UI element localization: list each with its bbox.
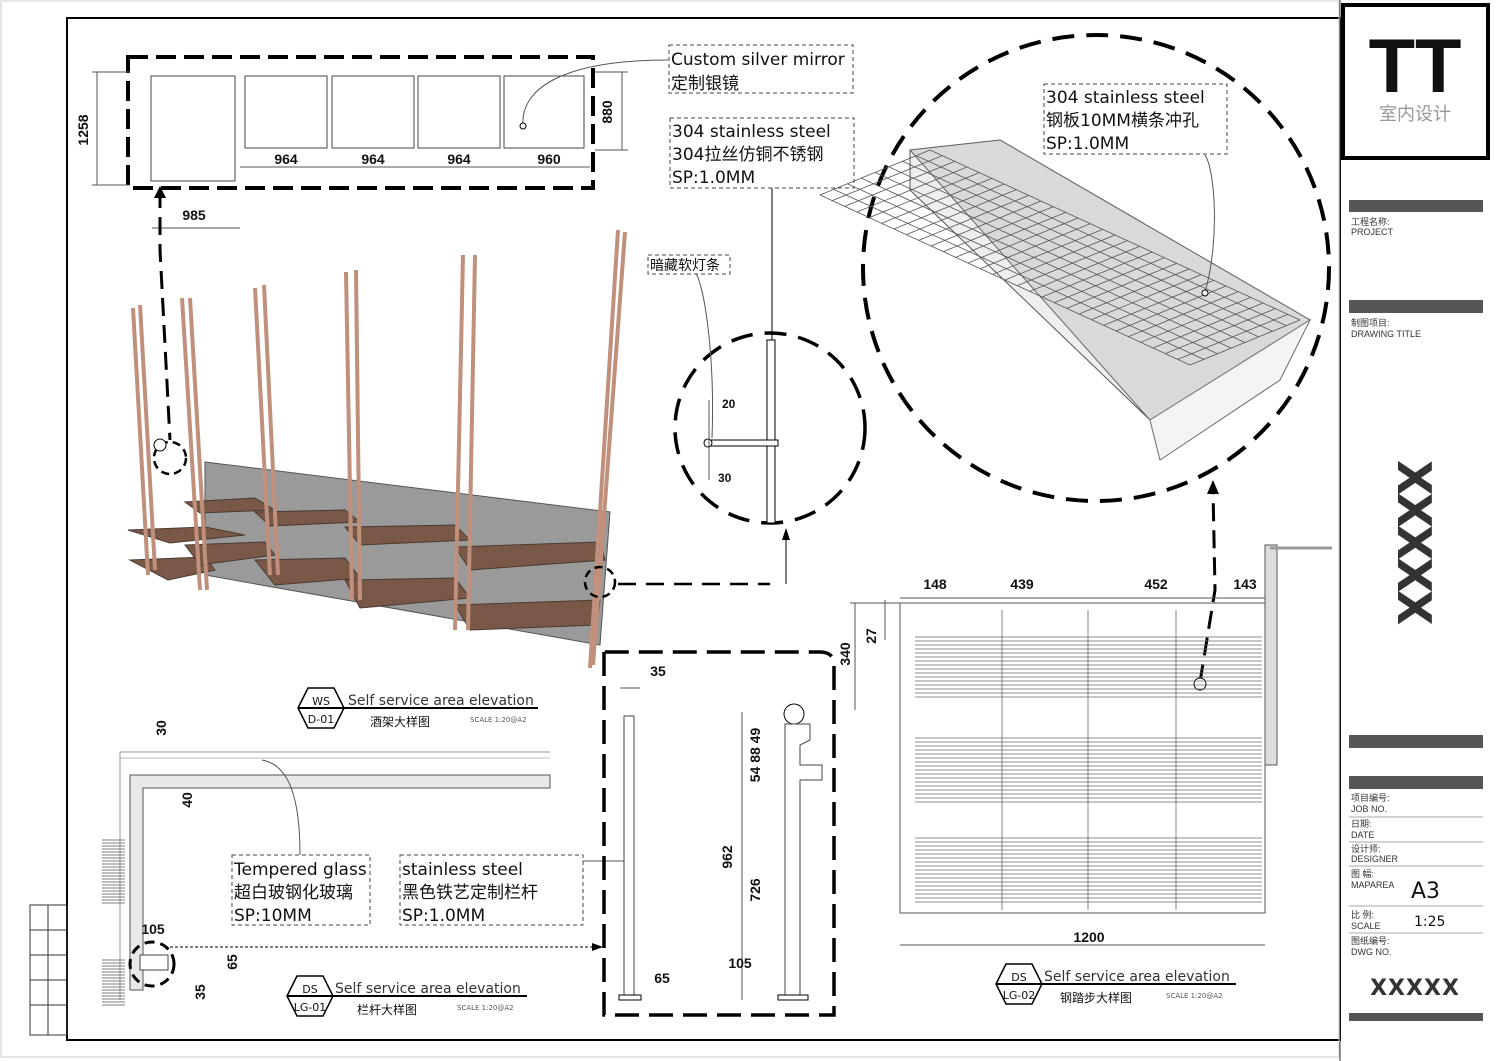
- glass-callout-line2: 超白玻钢化玻璃: [234, 883, 353, 903]
- svg-text:制图项目:: 制图项目:: [1351, 317, 1390, 328]
- post-dim-962: 962: [719, 845, 735, 869]
- mirror-panel-height-dim: 880: [599, 100, 615, 124]
- dwg-no-value: XXXXX: [1370, 976, 1460, 1001]
- railing-section: 35 65 962 54 88 49 726 105: [602, 650, 836, 1017]
- title-ds-lg02: DS LG-02 Self service area elevation 钢踏步…: [995, 963, 1236, 1005]
- section-dim-20: 20: [722, 397, 736, 411]
- plan-side-dim-340: 340: [837, 642, 853, 666]
- grid-callout-line3: SP:1.0MM: [1046, 134, 1129, 154]
- steel-rail-callout-line3: SP:1.0MM: [402, 906, 485, 926]
- drawing-title-label: DRAWING TITLE: [1351, 329, 1421, 339]
- grid-callout-line1: 304 stainless steel: [1046, 88, 1205, 108]
- outer-border: [0, 0, 1340, 1058]
- scale-label: SCALE: [1351, 921, 1381, 931]
- svg-text:设计师:: 设计师:: [1351, 843, 1381, 854]
- glass-callout-line3: SP:10MM: [234, 906, 312, 926]
- railing-plan: 30 40 105 65 35 Tempered glass 超白玻钢化玻璃 S…: [102, 720, 630, 1006]
- post-dim-segments: 54 88 49: [747, 728, 763, 783]
- drawing-title-en: Self service area elevation: [1044, 969, 1230, 985]
- designer-label: DESIGNER: [1351, 854, 1399, 864]
- mirror-first-width-dim: 985: [182, 207, 206, 223]
- plan-top-dim: 439: [1010, 576, 1034, 592]
- svg-text:日期:: 日期:: [1351, 819, 1372, 829]
- plan-top-dim: 148: [923, 576, 947, 592]
- drawing-name-mark: XXXXX: [1387, 460, 1441, 625]
- drawing-scale: SCALE 1:20@A2: [1166, 992, 1223, 1000]
- mirror-callout-cn: 定制银镜: [671, 74, 739, 94]
- steel-rail-callout-line1: stainless steel: [402, 860, 523, 880]
- railing-dim: 40: [179, 792, 195, 808]
- drawing-scale: SCALE 1:20@A2: [457, 1004, 514, 1012]
- plan-side-dim-27: 27: [863, 628, 879, 644]
- grid-step-detail: 304 stainless steel 钢板10MM横条冲孔 SP:1.0MM: [819, 33, 1331, 691]
- logo-box: [1341, 3, 1490, 160]
- svg-text:图 幅:: 图 幅:: [1351, 868, 1374, 879]
- drawing-title-cn: 钢踏步大样图: [1060, 990, 1132, 1005]
- wine-rack-3d: [127, 229, 770, 669]
- title-ws-d01: WS D-01 Self service area elevation 酒架大样…: [297, 687, 538, 729]
- post-dim-105: 105: [728, 955, 752, 971]
- mirror-callout-en: Custom silver mirror: [671, 50, 845, 70]
- railing-dim: 105: [141, 921, 165, 937]
- railing-dim: 30: [153, 720, 169, 736]
- drawing-title-en: Self service area elevation: [348, 693, 534, 709]
- svg-text:WS: WS: [312, 695, 330, 708]
- grid-callout-line2: 钢板10MM横条冲孔: [1046, 111, 1199, 131]
- svg-text:比 例:: 比 例:: [1351, 909, 1374, 920]
- profile-dim-65: 65: [654, 970, 670, 986]
- drawing-title-cn: 栏杆大样图: [357, 1002, 417, 1017]
- svg-text:工程名称:: 工程名称:: [1351, 216, 1390, 227]
- svg-text:DS: DS: [302, 983, 317, 996]
- drawing-title-en: Self service area elevation: [335, 981, 521, 997]
- maparea-label: MAPAREA: [1351, 880, 1394, 890]
- svg-text:LG-01: LG-01: [294, 1001, 327, 1014]
- plan-top-dim: 452: [1144, 576, 1168, 592]
- title-block: TT 室内设计 工程名称: PROJECT 制图项目: DRAWING TITL…: [1339, 0, 1490, 1061]
- title-ds-lg01: DS LG-01 Self service area elevation 栏杆大…: [286, 975, 527, 1017]
- logo: TT: [1369, 24, 1462, 109]
- drawing-scale: SCALE 1:20@A2: [470, 716, 527, 724]
- job-no-label: JOB NO.: [1351, 804, 1387, 814]
- scale-value: 1:25: [1414, 914, 1445, 930]
- steel-callout-line1: 304 stainless steel: [672, 122, 831, 142]
- plan-width-dim: 1200: [1073, 929, 1104, 945]
- logo-subtitle: 室内设计: [1379, 104, 1451, 125]
- svg-text:D-01: D-01: [308, 713, 334, 726]
- section-detail: 20 30 暗藏软灯条 304 stainless steel 304拉丝仿铜不…: [647, 117, 867, 584]
- steel-callout-line2: 304拉丝仿铜不锈钢: [672, 145, 823, 165]
- mirror-width-dim: 960: [537, 151, 561, 167]
- steel-callout-line3: SP:1.0MM: [672, 168, 755, 188]
- mirror-width-dim: 964: [361, 151, 385, 167]
- svg-text:项目编号:: 项目编号:: [1351, 792, 1390, 803]
- project-label: PROJECT: [1351, 227, 1394, 237]
- date-label: DATE: [1351, 830, 1374, 840]
- mirror-height-dim: 1258: [75, 114, 91, 145]
- section-dim-30: 30: [718, 471, 732, 485]
- railing-dim: 35: [192, 984, 208, 1000]
- glass-callout-line1: Tempered glass: [233, 860, 367, 880]
- steel-rail-callout-line2: 黑色铁艺定制栏杆: [402, 883, 538, 903]
- dwg-no-label: DWG NO.: [1351, 947, 1392, 957]
- step-plan: 148 439 452 143 27 340 1200: [837, 544, 1332, 946]
- plan-top-dim: 143: [1233, 576, 1257, 592]
- railing-dim: 65: [224, 954, 240, 970]
- post-dim-726: 726: [747, 878, 763, 902]
- mirror-width-dim: 964: [447, 151, 471, 167]
- drawing-title-cn: 酒架大样图: [370, 714, 430, 729]
- svg-text:图纸编号:: 图纸编号:: [1351, 935, 1390, 946]
- binding-margin-grid: [29, 904, 68, 1036]
- mirror-elevation: 1258 880 964 964 964 960 985 Custom silv…: [75, 44, 854, 441]
- title-block-fields: 项目编号: JOB NO. 日期: DATE 设计师: DESIGNER 图 幅…: [1349, 792, 1483, 957]
- svg-text:DS: DS: [1011, 971, 1026, 984]
- profile-dim-35: 35: [650, 663, 666, 679]
- mirror-width-dim: 964: [274, 151, 298, 167]
- maparea-value: A3: [1411, 879, 1440, 904]
- light-strip-label: 暗藏软灯条: [650, 257, 720, 274]
- svg-text:LG-02: LG-02: [1003, 989, 1036, 1002]
